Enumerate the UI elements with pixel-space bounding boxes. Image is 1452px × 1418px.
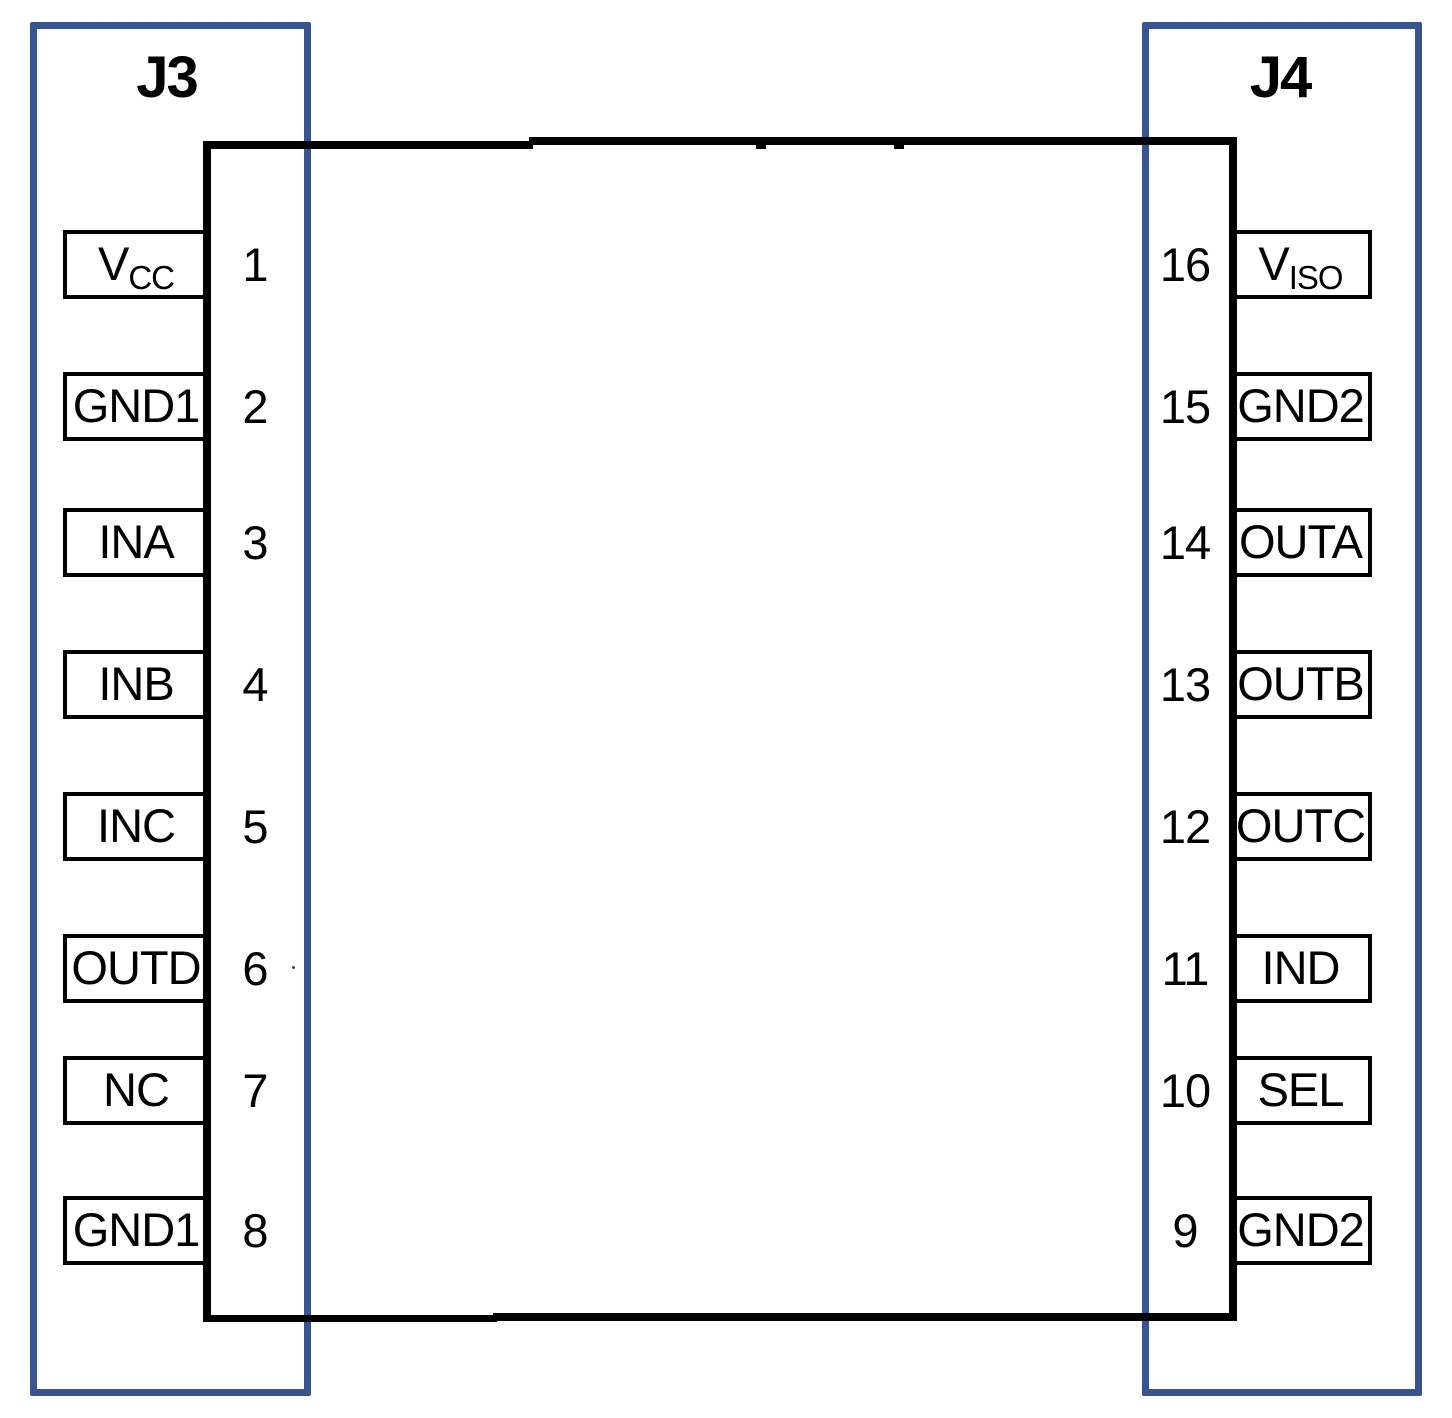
pin-label-1-subscript: CC <box>128 259 175 296</box>
pin-number-12: 12 <box>1159 800 1211 853</box>
ic-body-top-edge-right-segment <box>529 137 1237 145</box>
pin-label-box-13: OUTB <box>1229 650 1372 719</box>
pin-number-7: 7 <box>242 1064 268 1117</box>
pin-number-1: 1 <box>242 238 268 291</box>
pin-label-13: OUTB <box>1237 657 1365 710</box>
connector-j3-outline <box>30 22 311 1396</box>
pin-number-11: 11 <box>1161 942 1210 995</box>
pin-number-14: 14 <box>1159 516 1211 569</box>
pin-label-box-11: IND <box>1229 934 1372 1003</box>
pin-label-16-subscript: ISO <box>1288 259 1344 296</box>
pin-label-box-4: INB <box>63 650 209 719</box>
connector-j3-title: J3 <box>136 45 199 110</box>
pin-label-4: INB <box>98 657 174 710</box>
ic-body-bottom-edge-right-segment <box>493 1313 1237 1321</box>
pin-label-box-15: GND2 <box>1229 372 1372 441</box>
pin-label-box-16: VISO <box>1229 230 1372 299</box>
ic-body-right-edge <box>1229 137 1237 1321</box>
pin-label-5: INC <box>97 799 176 852</box>
pin-label-box-3: INA <box>63 508 209 577</box>
top-edge-tick-mark-2 <box>894 145 904 149</box>
connector-j4-outline <box>1142 22 1422 1396</box>
pin-label-box-2: GND1 <box>63 372 209 441</box>
pin-number-13: 13 <box>1159 658 1211 711</box>
top-edge-tick-mark-1 <box>756 145 766 149</box>
pin-label-box-5: INC <box>63 792 209 861</box>
pin-label-box-12: OUTC <box>1229 792 1372 861</box>
pin-label-12: OUTC <box>1235 799 1366 852</box>
pin-number-16: 16 <box>1159 238 1211 291</box>
pin-number-15: 15 <box>1159 380 1211 433</box>
pin-label-11: IND <box>1261 941 1341 994</box>
pin-label-box-14: OUTA <box>1229 508 1372 577</box>
pin-number-10: 10 <box>1159 1064 1211 1117</box>
pin-number-8: 8 <box>242 1204 268 1257</box>
pin-label-box-6: OUTD <box>63 934 209 1003</box>
pin-number-6: 6 <box>242 942 268 995</box>
ic-body-left-edge <box>203 141 211 1322</box>
pin-label-8: GND1 <box>72 1203 201 1256</box>
ic-body-top-edge-left-segment <box>203 141 533 149</box>
pin-label-box-1: VCC <box>63 230 209 299</box>
pin-label-3: INA <box>98 515 174 568</box>
pin-number-3: 3 <box>242 516 268 569</box>
pin-number-2: 2 <box>242 380 268 433</box>
pin-number-5: 5 <box>242 800 268 853</box>
pin-label-6: OUTD <box>71 941 201 994</box>
pin-label-9: GND2 <box>1237 1203 1365 1256</box>
pin-label-1: V <box>97 237 129 290</box>
pin-label-16: V <box>1258 237 1289 290</box>
pin-label-box-9: GND2 <box>1229 1196 1372 1265</box>
pin-label-box-8: GND1 <box>63 1196 209 1265</box>
pin-label-box-7: NC <box>63 1056 209 1125</box>
connector-j4-title: J4 <box>1249 45 1313 110</box>
pin-label-7: NC <box>103 1063 170 1116</box>
pin-label-10: SEL <box>1257 1063 1345 1116</box>
pin-label-14: OUTA <box>1238 515 1363 568</box>
ic-body-bottom-edge-left-segment <box>203 1315 497 1322</box>
pin-number-9: 9 <box>1172 1204 1198 1257</box>
pin-label-box-10: SEL <box>1229 1056 1372 1125</box>
pin-label-2: GND1 <box>72 379 201 432</box>
stray-dot <box>292 966 295 969</box>
pin-label-15: GND2 <box>1237 379 1365 432</box>
pin-number-4: 4 <box>242 658 268 711</box>
